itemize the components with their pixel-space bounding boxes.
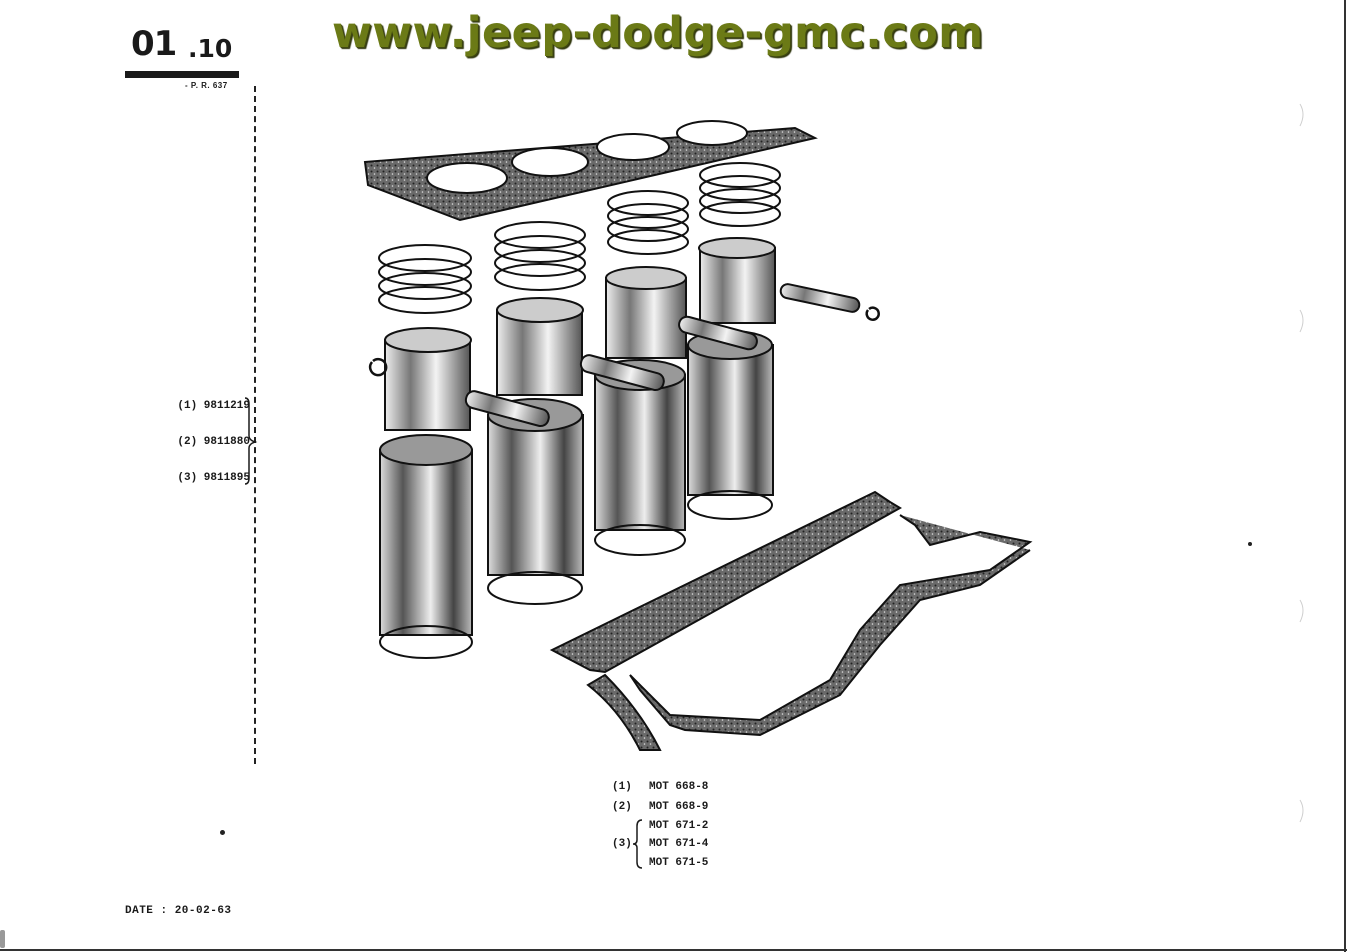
part-code: MOT 671-2 bbox=[649, 820, 709, 832]
document-date: DATE : 20-02-63 bbox=[125, 905, 232, 917]
page-border-right bbox=[1344, 0, 1346, 952]
ink-speck bbox=[220, 830, 225, 835]
part-code: MOT 668-8 bbox=[649, 781, 709, 793]
reference-item: (3) 9811895 bbox=[177, 472, 250, 484]
reference-item: (2) 9811880 bbox=[177, 436, 250, 448]
part-index: (1) bbox=[612, 781, 632, 793]
margin-marks bbox=[1299, 103, 1304, 823]
oil-pan-gasket bbox=[549, 490, 1033, 751]
page-border-bottom bbox=[0, 949, 1347, 951]
ink-speck bbox=[1248, 542, 1252, 546]
reference-brace bbox=[244, 397, 258, 485]
scan-edge-mark bbox=[0, 930, 5, 948]
reference-list: (1) 9811219 (2) 9811880 (3) 9811895 bbox=[166, 398, 250, 506]
part-code: MOT 671-5 bbox=[649, 857, 709, 869]
section-underline bbox=[125, 71, 239, 78]
section-number-major: 01 bbox=[131, 24, 177, 64]
cylinder-head-gasket bbox=[363, 120, 818, 222]
engine-parts-diagram bbox=[363, 120, 1033, 751]
group-bracket bbox=[254, 86, 262, 764]
cylinder-set-4 bbox=[687, 162, 880, 520]
cylinder-set-1 bbox=[368, 244, 550, 659]
parts-brace bbox=[632, 819, 643, 869]
part-index: (3) bbox=[612, 838, 632, 850]
part-code: MOT 671-4 bbox=[649, 838, 709, 850]
section-number-minor: .10 bbox=[188, 34, 233, 63]
reference-item: (1) 9811219 bbox=[177, 400, 250, 412]
pr-reference: - P. R. 637 bbox=[185, 81, 228, 90]
part-code: MOT 668-9 bbox=[649, 801, 709, 813]
part-index: (2) bbox=[612, 801, 632, 813]
watermark-url: www.jeep-dodge-gmc.com bbox=[332, 8, 984, 58]
